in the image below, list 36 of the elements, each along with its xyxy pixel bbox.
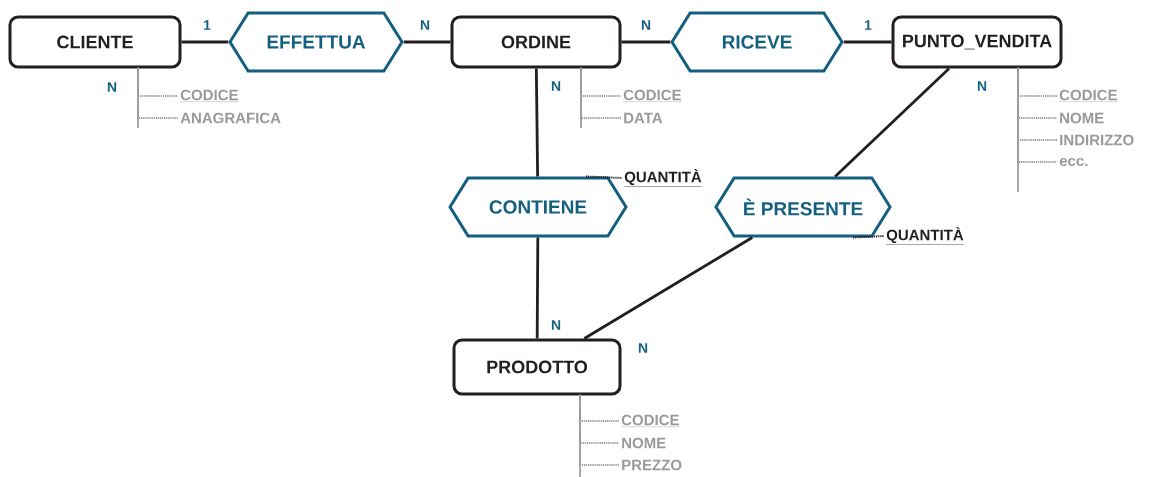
attribute-label: ecc. — [1059, 157, 1088, 167]
attribute-label: PREZZO — [622, 459, 682, 471]
relationship-line — [621, 40, 671, 44]
attribute-label: CODICE — [621, 414, 680, 427]
relationship-line — [535, 237, 540, 339]
attribute-label: CODICE — [1059, 89, 1118, 102]
cardinality-label: N — [107, 82, 117, 92]
relationship-hexagon: EFFETTUA — [228, 11, 404, 73]
relationship-line — [181, 40, 229, 44]
attribute-label: NOME — [622, 437, 666, 449]
attribute-label: CODICE — [180, 89, 239, 102]
relationship-line — [403, 40, 451, 44]
cardinality-label: N — [549, 80, 563, 92]
attribute-label: CODICE — [623, 89, 682, 102]
attribute-label: DATA — [624, 112, 663, 124]
cardinality-label: N — [639, 19, 653, 31]
relationship-hexagon: RICEVE — [670, 11, 844, 73]
attribute-connector — [585, 175, 623, 179]
cardinality-label: 1 — [863, 19, 873, 31]
attribute-label: INDIRIZZO — [1060, 134, 1134, 146]
relationship-line — [583, 236, 753, 340]
cardinality-label: N — [636, 342, 650, 354]
entity-box: PUNTO_VENDITA — [891, 15, 1063, 69]
attribute-connector — [852, 235, 885, 239]
relationship-line — [534, 68, 540, 177]
attribute-label: NOME — [1060, 112, 1104, 124]
cardinality-label: N — [975, 80, 989, 92]
relationship-line — [834, 67, 951, 178]
relationship-line — [843, 40, 892, 44]
entity-box: PRODOTTO — [452, 338, 622, 396]
entity-box: CLIENTE — [8, 15, 182, 69]
entity-box: ORDINE — [450, 15, 622, 69]
attribute-label: ANAGRAFICA — [180, 112, 281, 124]
cardinality-label: N — [549, 319, 563, 331]
cardinality-label: N — [418, 19, 432, 31]
cardinality-label: 1 — [202, 19, 212, 31]
